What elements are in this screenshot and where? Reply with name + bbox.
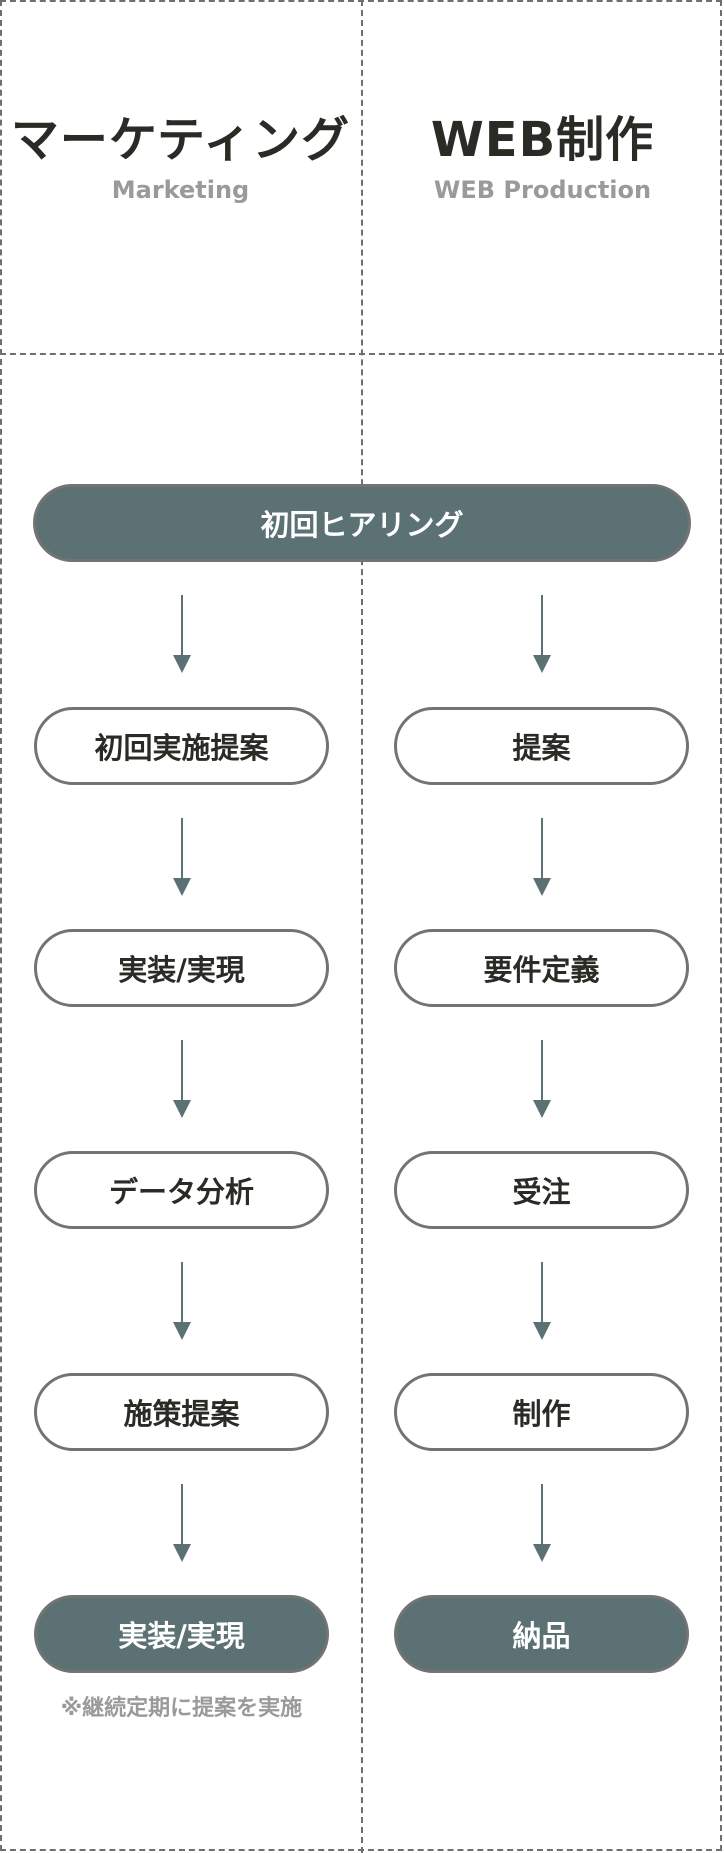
marketing-step-2: 実装/実現 (34, 929, 329, 1007)
arrow-down-icon (170, 1484, 194, 1564)
arrow-down-icon (530, 1262, 554, 1342)
production-step-2: 要件定義 (394, 929, 689, 1007)
arrow-down-icon (530, 1040, 554, 1120)
marketing-column-header: マーケティング Marketing (0, 110, 361, 205)
marketing-step-4: 施策提案 (34, 1373, 329, 1451)
arrow-down-icon (170, 1040, 194, 1120)
arrow-down-icon (530, 1484, 554, 1564)
production-step-1: 提案 (394, 707, 689, 785)
arrow-down-icon (170, 595, 194, 675)
marketing-subtitle: Marketing (111, 176, 250, 204)
marketing-step-3: データ分析 (34, 1151, 329, 1229)
header-divider (0, 353, 724, 355)
step-initial-hearing: 初回ヒアリング (33, 484, 691, 562)
arrow-down-icon (170, 818, 194, 898)
production-step-5: 納品 (394, 1595, 689, 1673)
production-subtitle: WEB Production (433, 176, 652, 204)
marketing-step-5: 実装/実現 (34, 1595, 329, 1673)
production-column-header: WEB制作 WEB Production (362, 110, 723, 205)
arrow-down-icon (530, 595, 554, 675)
marketing-step-1: 初回実施提案 (34, 707, 329, 785)
arrow-down-icon (170, 1262, 194, 1342)
production-step-4: 制作 (394, 1373, 689, 1451)
arrow-down-icon (530, 818, 554, 898)
marketing-title: マーケティング (10, 112, 351, 168)
column-divider (361, 0, 363, 1853)
production-title: WEB制作 (430, 112, 655, 168)
marketing-note: ※継続定期に提案を実施 (60, 1696, 303, 1721)
production-step-3: 受注 (394, 1151, 689, 1229)
